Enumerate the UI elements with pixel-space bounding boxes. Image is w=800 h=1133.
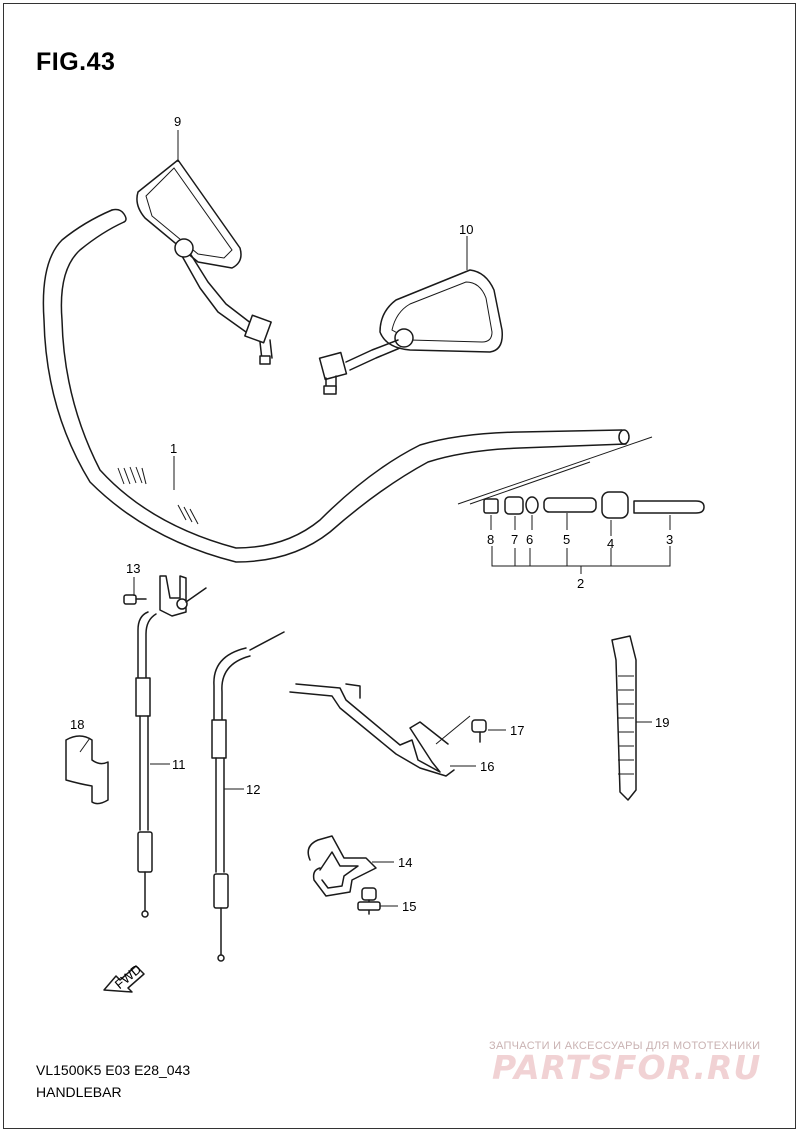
part-4-weight[interactable] bbox=[601, 491, 629, 519]
part-13-bolt[interactable] bbox=[123, 594, 137, 605]
clutch-cable[interactable] bbox=[135, 611, 157, 918]
callout-8: 8 bbox=[487, 532, 494, 547]
callout-6: 6 bbox=[526, 532, 533, 547]
diagram-frame bbox=[3, 3, 796, 1129]
callout-18: 18 bbox=[70, 717, 84, 732]
callout-12: 12 bbox=[246, 782, 260, 797]
callout-15: 15 bbox=[402, 899, 416, 914]
throttle-cable[interactable] bbox=[211, 631, 285, 962]
figure-title: FIG.43 bbox=[36, 48, 116, 76]
assembly-guide-lines bbox=[457, 436, 653, 505]
part-17-bolt[interactable] bbox=[471, 719, 487, 743]
forward-arrow: FWD bbox=[103, 961, 145, 993]
cable-tie[interactable] bbox=[611, 635, 637, 801]
balancer-weight-set[interactable] bbox=[483, 491, 705, 519]
leader-lines bbox=[79, 130, 652, 907]
part-8-screw[interactable] bbox=[483, 498, 499, 514]
callout-3: 3 bbox=[666, 532, 673, 547]
callout-10: 10 bbox=[459, 222, 473, 237]
callout-numbers: 9 10 1 8 7 6 5 4 3 2 13 18 11 12 17 16 1… bbox=[70, 114, 673, 914]
part-3-bolt[interactable] bbox=[633, 500, 705, 514]
callout-13: 13 bbox=[126, 561, 140, 576]
cable-clamp[interactable] bbox=[65, 735, 109, 805]
callout-11: 11 bbox=[172, 757, 186, 772]
watermark-tagline: ЗАПЧАСТИ И АКСЕССУАРЫ ДЛЯ МОТОТЕХНИКИ bbox=[489, 1040, 761, 1052]
callout-5: 5 bbox=[563, 532, 570, 547]
mirror-left[interactable] bbox=[136, 159, 273, 365]
part-6-washer[interactable] bbox=[525, 496, 539, 514]
cable-bracket[interactable] bbox=[123, 575, 207, 617]
callout-7: 7 bbox=[511, 532, 518, 547]
handlebar[interactable] bbox=[42, 208, 630, 563]
callout-9: 9 bbox=[174, 114, 181, 129]
cable-guide[interactable] bbox=[289, 683, 471, 777]
callout-19: 19 bbox=[655, 715, 669, 730]
callout-16: 16 bbox=[480, 759, 494, 774]
part-5-pipe[interactable] bbox=[543, 497, 597, 513]
model-code: VL1500K5 E03 E28_043 bbox=[36, 1062, 191, 1078]
callout-2: 2 bbox=[577, 576, 584, 591]
watermark-logo: PARTSFOR.RU bbox=[492, 1048, 762, 1087]
mirror-right[interactable] bbox=[318, 269, 503, 395]
page-subtitle: HANDLEBAR bbox=[36, 1084, 122, 1100]
callout-4: 4 bbox=[607, 536, 614, 551]
part-7-weight[interactable] bbox=[504, 496, 524, 515]
callout-14: 14 bbox=[398, 855, 412, 870]
callout-1: 1 bbox=[170, 441, 177, 456]
callout-17: 17 bbox=[510, 723, 524, 738]
cable-guide-clip[interactable] bbox=[307, 835, 377, 897]
part-15-bolt[interactable] bbox=[357, 887, 381, 915]
